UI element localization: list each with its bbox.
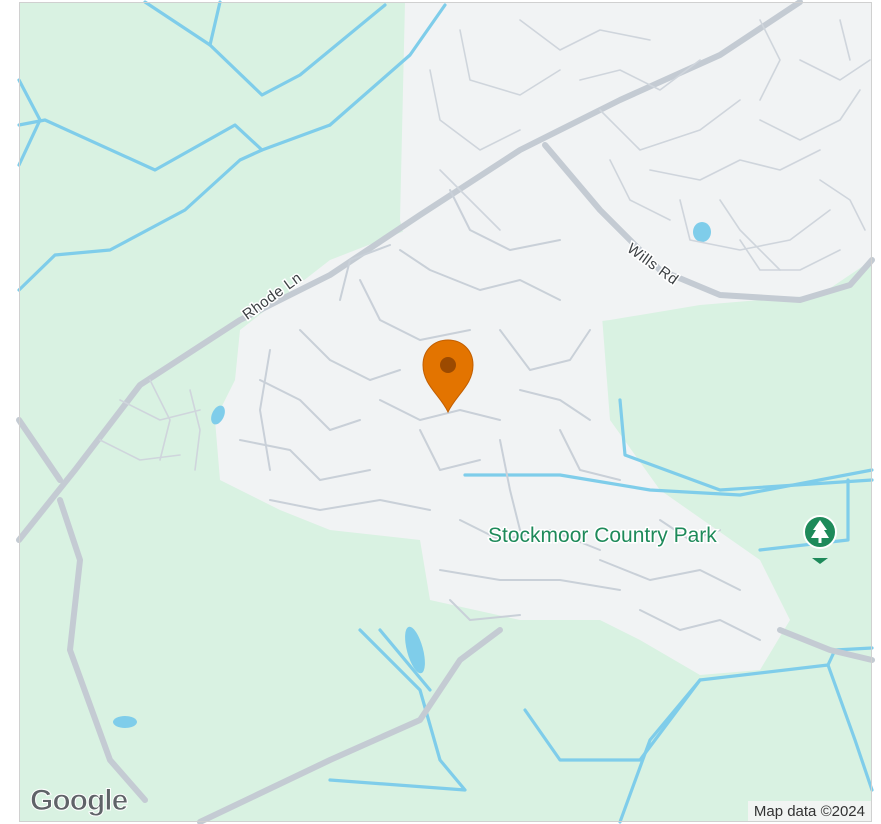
location-pin-icon[interactable] — [422, 339, 474, 414]
road-west — [16, 417, 63, 483]
pond-southwest — [113, 716, 137, 728]
river-south-4 — [618, 678, 702, 824]
streets-west — [99, 379, 201, 471]
pond-north — [693, 222, 711, 242]
road-rhode-ln — [16, 0, 803, 543]
road-wills-rd — [542, 142, 875, 303]
river-east-2 — [618, 398, 874, 492]
pond-south — [405, 626, 425, 674]
river-north-4 — [17, 148, 264, 292]
tree-icon[interactable] — [803, 515, 837, 564]
river-south-1 — [328, 628, 467, 792]
river-north-2 — [208, 0, 222, 47]
google-logo: Google — [29, 784, 128, 818]
streets-north — [429, 19, 871, 271]
streets-main — [239, 189, 761, 641]
river-north-6 — [17, 78, 42, 167]
road-south — [197, 627, 503, 824]
river-north-5 — [328, 3, 447, 127]
river-south-2 — [378, 628, 432, 692]
park-label[interactable]: Stockmoor Country Park — [487, 523, 719, 549]
map-attribution: Map data ©2024 — [747, 801, 871, 822]
river-east-3 — [758, 478, 850, 552]
pond-west — [211, 405, 225, 425]
river-north-1 — [143, 0, 387, 97]
road-southwest — [57, 497, 148, 803]
road-east-south — [777, 627, 875, 663]
